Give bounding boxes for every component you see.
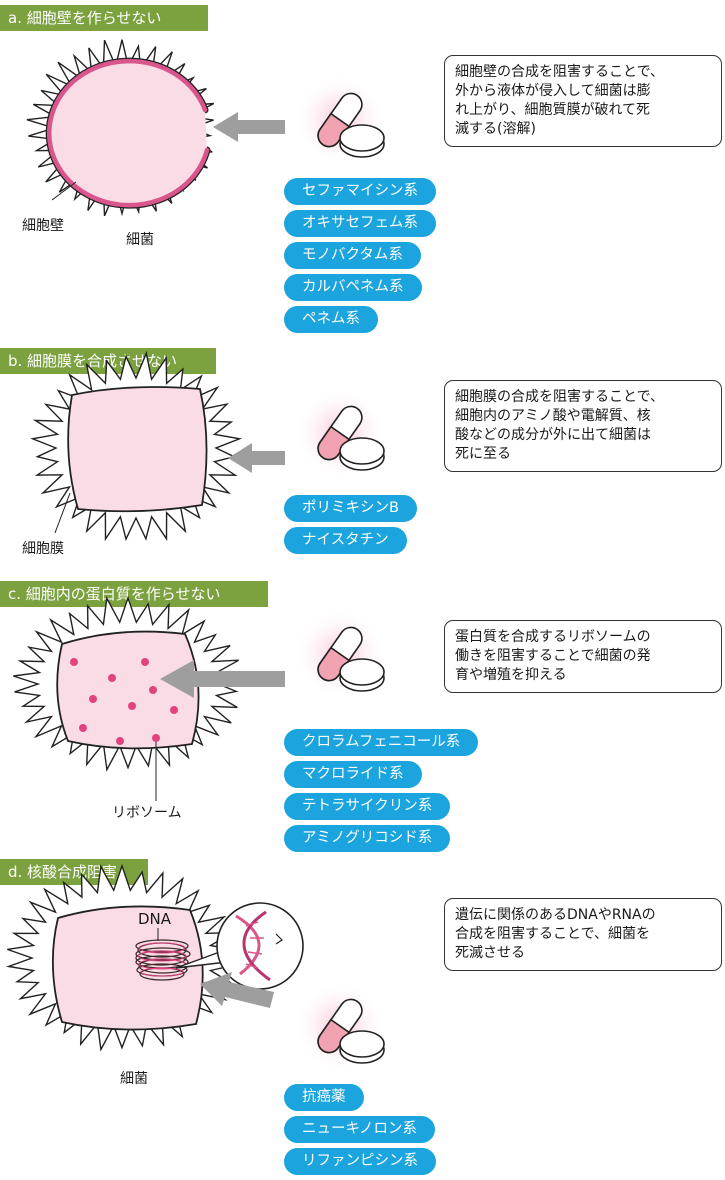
section-a-drug-list: セファマイシン系 オキサセフェム系 モノバクタム系 カルバペネム系 ペネム系: [284, 178, 436, 338]
drug-pill: テトラサイクリン系: [284, 793, 451, 820]
drug-pill: マクロライド系: [284, 761, 422, 788]
membrane-leader-line: [54, 492, 71, 534]
drug-pill: アミノグリコシド系: [284, 825, 451, 852]
section-c-illustration: リボソーム: [13, 595, 386, 821]
dna-label: DNA: [138, 910, 172, 928]
ribosome-dot: [79, 724, 87, 732]
ribosome-dot: [89, 695, 97, 703]
section-a-illustration: 細胞壁 細菌: [22, 39, 386, 248]
drug-pill: カルバペネム系: [284, 274, 422, 301]
capsule-icon: [317, 92, 363, 148]
section-b-illustration: 細胞膜: [22, 350, 386, 557]
drug-pill: ペネム系: [284, 306, 378, 333]
arrow-icon: [200, 972, 274, 1008]
drug-pill: リファンピシン系: [284, 1148, 436, 1175]
capsule-icon: [317, 626, 363, 682]
cytoplasm: [56, 630, 200, 750]
wall-label: 細胞壁: [22, 218, 64, 234]
section-a-header: a. 細胞壁を作らせない: [0, 5, 208, 31]
arrow-icon: [160, 660, 285, 698]
section-b: b. 細胞膜を合成させない 細胞膜 細胞膜の合成を阻害することで、 細胞内のアミ…: [0, 343, 725, 568]
arrow-icon: [213, 112, 285, 142]
cytoplasm: [51, 905, 204, 1031]
tablet-icon: [339, 124, 385, 158]
ribosome-dot: [152, 734, 160, 742]
capsule-icon: [317, 998, 363, 1054]
section-b-drug-list: ポリミキシンB ナイスタチン: [284, 495, 417, 559]
drug-pill: クロラムフェニコール系: [284, 729, 479, 756]
drug-icon: [294, 387, 386, 479]
section-c-drug-list: クロラムフェニコール系 マクロライド系 テトラサイクリン系 アミノグリコシド系: [284, 729, 479, 857]
cell-wall-inner: [47, 58, 210, 208]
section-d-illustration: DNA 細菌: [5, 863, 386, 1087]
section-c: c. 細胞内の蛋白質を作らせない リボソーム: [0, 576, 725, 852]
ribosome-label: リボソーム: [112, 805, 182, 821]
ribosome-dot: [116, 737, 124, 745]
tablet-icon: [339, 437, 385, 471]
capsule-icon: [317, 405, 363, 461]
ribosome-dot: [170, 706, 178, 714]
cell-membrane: [67, 386, 208, 513]
drug-icon: [294, 608, 386, 700]
ribosome-dot: [108, 674, 116, 682]
bacterium-label: 細菌: [126, 232, 154, 248]
section-d-drug-list: 抗癌薬 ニューキノロン系 リファンピシン系: [284, 1084, 436, 1180]
double-helix: [235, 910, 283, 982]
ribosome-dot: [149, 686, 157, 694]
drug-pill: 抗癌薬: [284, 1084, 364, 1111]
drug-icon: [294, 74, 386, 166]
drug-pill: オキサセフェム系: [284, 210, 436, 237]
section-c-description: 蛋白質を合成するリボソームの 働きを阻害することで細菌の発 育や増殖を抑える: [444, 620, 722, 693]
section-a-description: 細胞壁の合成を阻害することで、 外から液体が侵入して細菌は膨 れ上がり、細胞質膜…: [444, 55, 722, 147]
section-a: a. 細胞壁を作らせない 細胞壁 細菌 細胞壁の合成を阻害することで: [0, 0, 725, 335]
section-d: d. 核酸合成阻害 DNA: [0, 856, 725, 1178]
section-c-header: c. 細胞内の蛋白質を作らせない: [0, 581, 268, 607]
section-d-description: 遺伝に関係のあるDNAやRNAの 合成を阻害することで、細菌を 死滅させる: [444, 898, 722, 971]
drug-pill: ナイスタチン: [284, 527, 407, 554]
wall-leader-line: [51, 181, 77, 201]
arrow-icon: [228, 443, 285, 473]
drug-icon: [294, 980, 386, 1072]
tablet-icon: [339, 1030, 385, 1064]
drug-pill: ニューキノロン系: [284, 1116, 435, 1143]
drug-pill: モノバクタム系: [284, 242, 421, 269]
ribosome-dots: [70, 658, 178, 745]
bacterium-label: 細菌: [120, 1071, 148, 1087]
drug-pill: セファマイシン系: [284, 178, 436, 205]
drug-pill: ポリミキシンB: [284, 495, 417, 522]
ribosome-dot: [70, 658, 78, 666]
ribosome-dot: [128, 702, 136, 710]
section-b-description: 細胞膜の合成を阻害することで、 細胞内のアミノ酸や電解質、核 酸などの成分が外に…: [444, 380, 722, 472]
membrane-label: 細胞膜: [22, 541, 64, 557]
tablet-icon: [339, 658, 385, 692]
ribosome-dot: [141, 658, 149, 666]
